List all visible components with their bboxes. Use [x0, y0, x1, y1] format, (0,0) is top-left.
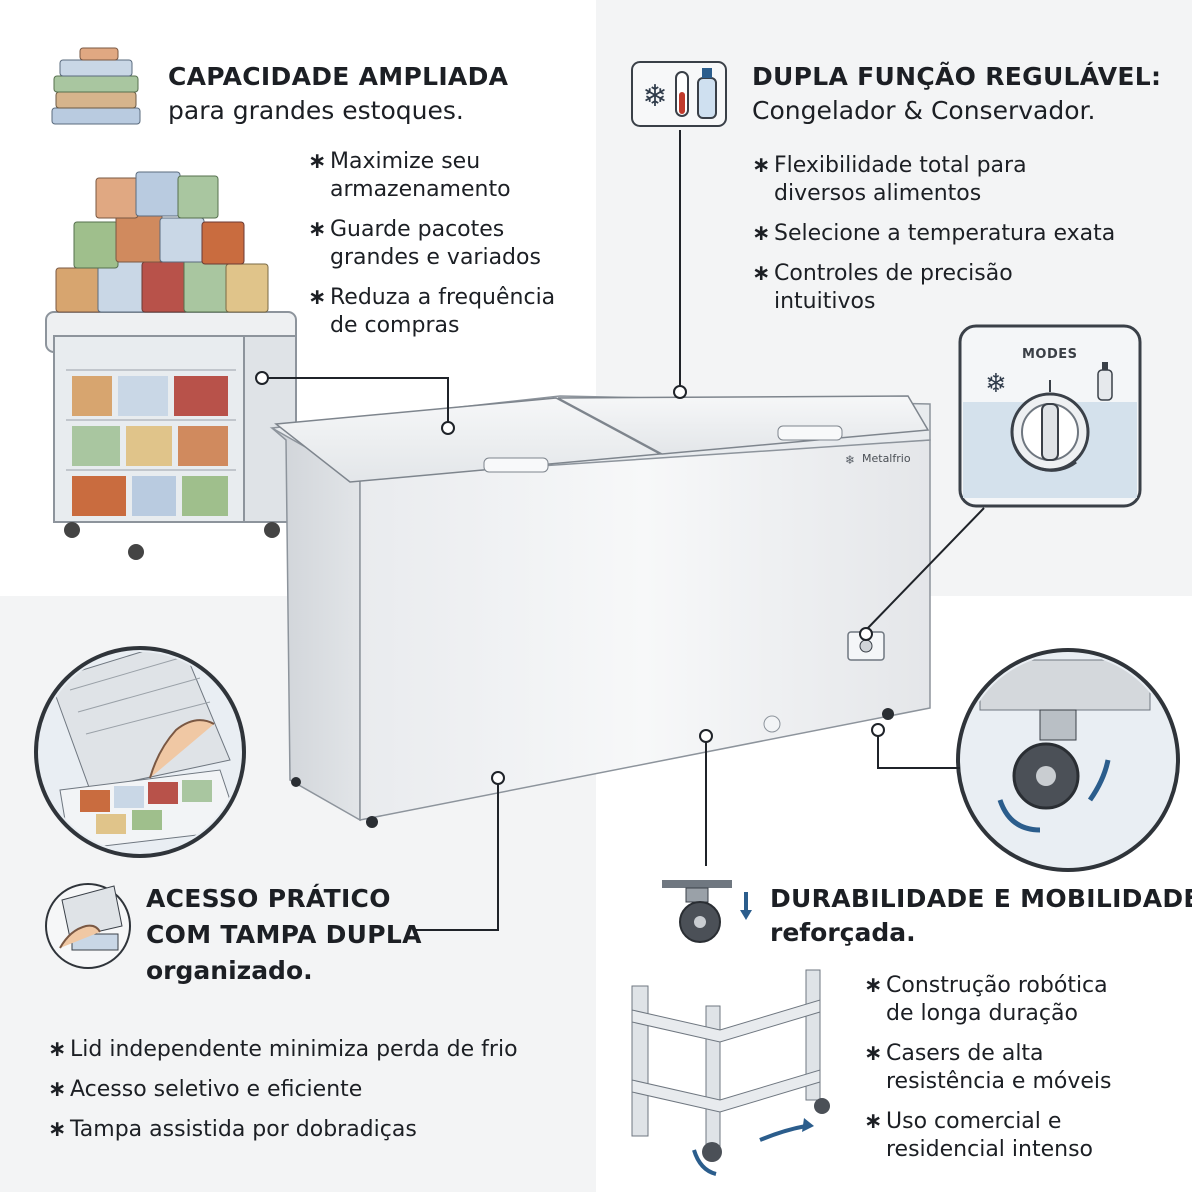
- access-bullet: Lid independente minimiza perda de frio: [48, 1036, 518, 1064]
- snowflake-thermometer-bottle-icon: ❄: [631, 61, 727, 127]
- access-title-line1: ACESSO PRÁTICO: [146, 884, 391, 913]
- durability-subtitle: reforçada.: [770, 918, 916, 947]
- access-bullet: Acesso seletivo e eficiente: [48, 1076, 518, 1104]
- hand-open-lid-icon: [45, 883, 131, 969]
- access-bullet-list: Lid independente minimiza perda de frio …: [48, 1036, 518, 1156]
- leader-lines: [262, 130, 985, 931]
- mode-dial-illustration: ❄: [958, 324, 1142, 508]
- dual-function-title: DUPLA FUNÇÃO REGULÁVEL:: [752, 62, 1162, 91]
- access-title-line2: COM TAMPA DUPLA: [146, 920, 422, 949]
- metal-frame-illustration: [631, 969, 830, 1176]
- chest-freezer: ❄: [269, 395, 931, 828]
- access-subtitle: organizado.: [146, 956, 313, 985]
- svg-text:❄: ❄: [642, 79, 667, 114]
- caster-wheel-icon: [662, 880, 752, 943]
- durability-title: DURABILIDADE E MOBILIDADE: [770, 884, 1192, 913]
- caster-zoom-illustration: [956, 648, 1180, 872]
- open-lid-hand-illustration: [34, 646, 246, 858]
- freezer-brand-label: Metalfrio: [862, 452, 911, 465]
- svg-text:❄: ❄: [985, 369, 1007, 399]
- svg-text:❄: ❄: [845, 453, 855, 467]
- dual-function-bullet: Selecione a temperatura exata: [752, 220, 1115, 248]
- capacity-subtitle: para grandes estoques.: [168, 96, 464, 125]
- stacked-packages-icon: [51, 47, 141, 125]
- modes-label: MODES: [1022, 347, 1078, 362]
- packed-freezer-cart-illustration: [45, 171, 297, 560]
- access-bullet: Tampa assistida por dobradiças: [48, 1116, 518, 1144]
- capacity-title: CAPACIDADE AMPLIADA: [168, 62, 509, 91]
- leader-dots: [255, 371, 885, 785]
- dual-function-subtitle: Congelador & Conservador.: [752, 96, 1096, 125]
